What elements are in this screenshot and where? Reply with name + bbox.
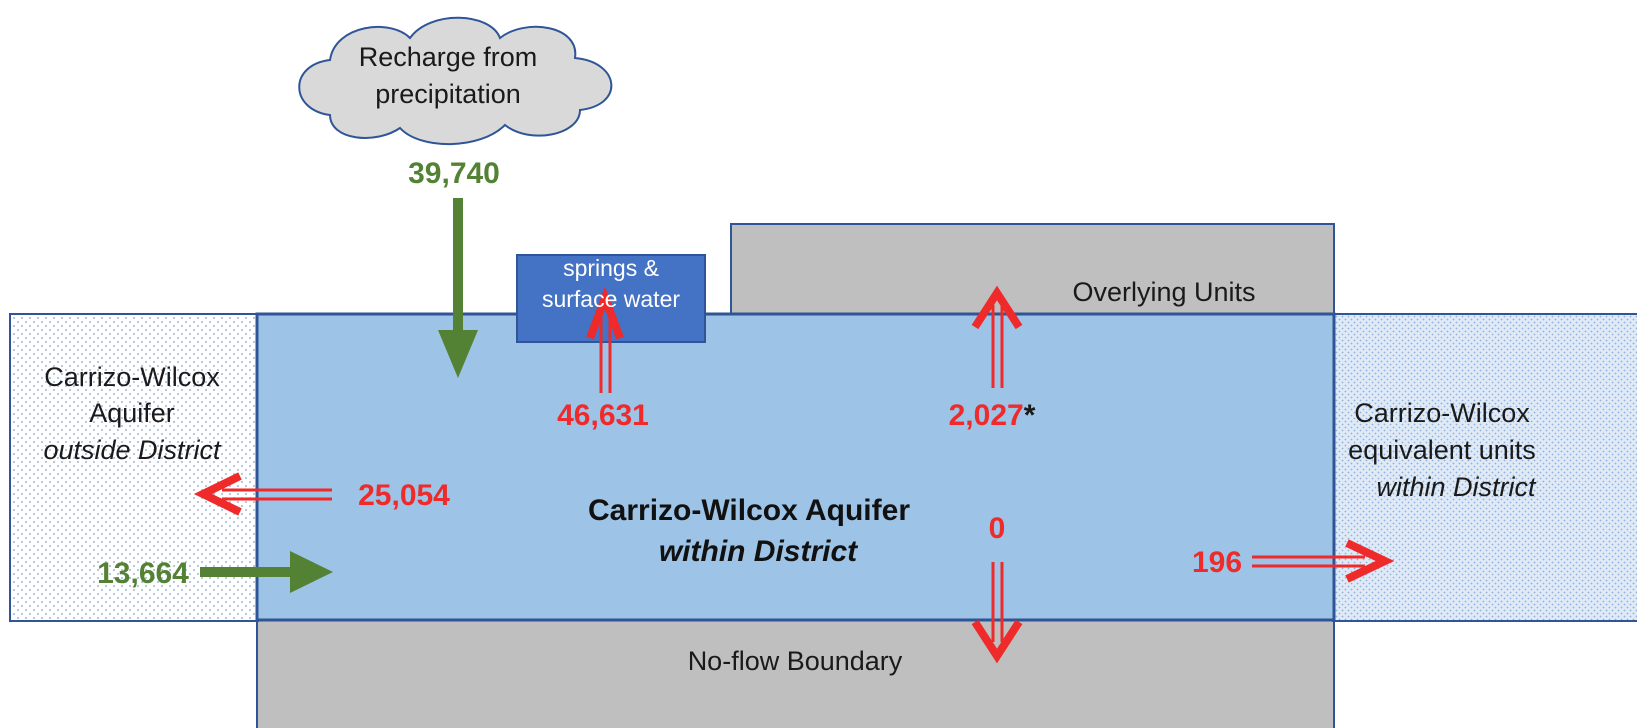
- equivalent-units-region: [1332, 313, 1637, 622]
- springs-label-line1: springs &: [563, 255, 659, 281]
- main-aquifer-title: Carrizo-Wilcox Aquifer: [588, 494, 910, 527]
- overlying-value-group: 2,027*: [949, 399, 1036, 432]
- right-region-line1: Carrizo-Wilcox: [1354, 398, 1530, 428]
- cloud-label-line2: precipitation: [375, 79, 521, 109]
- springs-arrow: [586, 286, 624, 393]
- inflow-outside-arrow: [200, 551, 333, 593]
- equivalent-units-value: 196: [1192, 546, 1242, 579]
- left-region-line3: outside District: [43, 435, 222, 465]
- springs-label-line2: surface water: [542, 286, 680, 312]
- overlying-arrow: [971, 285, 1023, 388]
- equivalent-units-arrow: [1252, 539, 1395, 583]
- outflow-outside-arrow: [193, 472, 332, 516]
- left-region-line1: Carrizo-Wilcox: [44, 362, 220, 392]
- left-region-line2: Aquifer: [89, 398, 175, 428]
- no-flow-boundary-label: No-flow Boundary: [688, 646, 903, 676]
- overlying-value: 2,027: [949, 399, 1024, 432]
- inflow-outside-value: 13,664: [97, 557, 189, 590]
- springs-value: 46,631: [557, 399, 649, 432]
- recharge-value: 39,740: [408, 157, 500, 190]
- overlying-units-box: [730, 223, 1335, 325]
- right-region-line2: equivalent units: [1348, 435, 1536, 465]
- cloud-shape: [298, 16, 613, 146]
- no-flow-value: 0: [989, 512, 1006, 545]
- right-region-line3: within District: [1376, 472, 1537, 502]
- main-aquifer-subtitle: within District: [659, 535, 859, 568]
- no-flow-arrow: [971, 562, 1023, 664]
- aquifer-within-district: [255, 312, 1336, 622]
- recharge-arrow: [438, 198, 478, 378]
- outflow-outside-value: 25,054: [358, 479, 450, 512]
- overlying-units-label: Overlying Units: [1072, 277, 1255, 307]
- no-flow-boundary-box: [256, 617, 1335, 728]
- overlying-footnote-mark: *: [1024, 399, 1036, 432]
- cloud-label-line1: Recharge from: [359, 42, 538, 72]
